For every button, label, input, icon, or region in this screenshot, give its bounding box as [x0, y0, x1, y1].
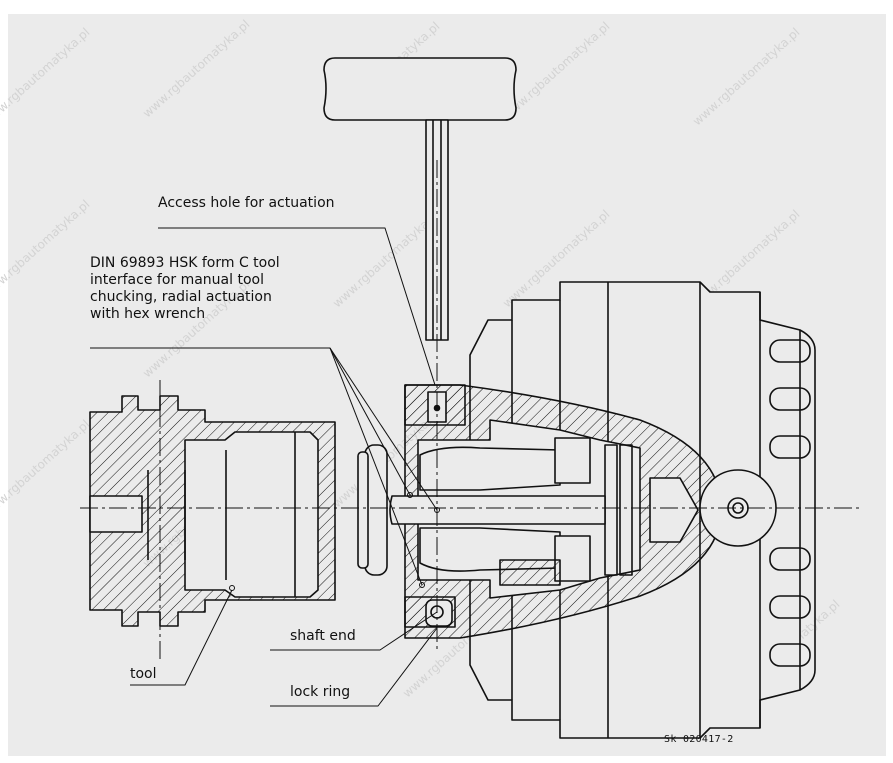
drawing-reference: Sk 020417-2 [664, 734, 734, 745]
leader-lines [90, 227, 440, 707]
collet-segments [419, 437, 633, 586]
lock-ring [357, 444, 388, 576]
centerlines [80, 160, 860, 660]
hsk-tool [89, 395, 336, 627]
hex-wrench [323, 57, 517, 341]
label-access-hole: Access hole for actuation [158, 195, 335, 211]
label-tool: tool [130, 666, 157, 682]
access-hole [404, 384, 466, 628]
drawbar-shaft [389, 477, 699, 543]
label-din-interface: DIN 69893 HSK form C tool interface for … [90, 255, 280, 322]
label-shaft-end: shaft end [290, 628, 356, 644]
label-lock-ring: lock ring [290, 684, 351, 700]
